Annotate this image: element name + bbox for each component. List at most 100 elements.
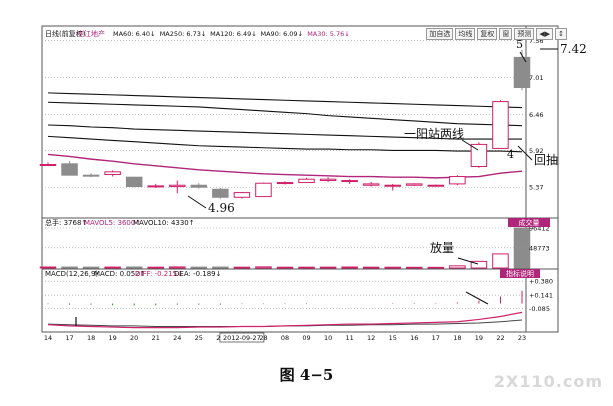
ma30-line	[47, 153, 523, 179]
volume-bar	[341, 266, 358, 269]
toolbar-button[interactable]: 复权	[477, 28, 498, 40]
volume-bar	[319, 266, 337, 269]
macd-tag-bg	[500, 269, 540, 278]
arrow-breakout	[461, 139, 479, 151]
macd-tick-label: -0.085	[529, 305, 550, 313]
annotation-wave-5: 5	[516, 38, 523, 51]
volume-bar	[362, 266, 380, 269]
x-tick-label: 22	[496, 334, 504, 342]
candle-body	[169, 184, 186, 188]
x-tick-label: 16	[410, 334, 418, 342]
ma-value-label: MA30: 5.76↓	[307, 30, 350, 38]
arrow-low-price	[187, 195, 207, 209]
volume-bar	[212, 266, 229, 269]
toolbar-button[interactable]: 均线	[455, 28, 476, 40]
volume-bar	[169, 266, 186, 269]
volume-tag[interactable]: 成交量	[519, 218, 540, 227]
candle-body	[39, 163, 57, 166]
price-tick-label: 6.46	[529, 111, 543, 119]
x-tick-label: 25	[195, 334, 203, 342]
arrow-volume	[457, 257, 479, 265]
candle-body	[470, 143, 488, 167]
x-tick-label: 19	[108, 334, 116, 342]
watermark: 2X110.com	[493, 372, 603, 391]
volume-bar	[470, 260, 488, 269]
diff-line	[47, 311, 523, 329]
volume-bar	[276, 266, 294, 269]
ma-long-line	[47, 124, 522, 140]
mavol10-label: MAVOL10: 4330↑	[133, 219, 195, 227]
x-tick-label: 18	[87, 334, 95, 342]
macd-tick-label: +0.141	[529, 292, 553, 300]
date-cursor-box	[219, 332, 265, 343]
volume-bar	[233, 266, 251, 269]
candle-body	[449, 176, 466, 185]
ma-value-label: MA250: 6.73↓	[160, 30, 207, 38]
volume-bar	[255, 266, 272, 269]
macd-panel	[41, 268, 559, 333]
annotation-low-price: 4.96	[208, 201, 235, 215]
x-tick-label: 11	[345, 334, 353, 342]
candle-body	[255, 182, 272, 198]
x-tick-label: 20	[130, 334, 138, 342]
volume-total: 总手: 3768↑	[45, 218, 87, 227]
volume-bar	[61, 266, 78, 269]
x-tick-label: 10	[324, 334, 332, 342]
price-tick-label: 7.56	[529, 37, 543, 45]
x-tick-label: 2012-09-27	[223, 334, 261, 342]
arrow-wave-5	[519, 51, 527, 63]
candle-body	[406, 183, 423, 186]
x-tick-label: 15	[389, 334, 397, 342]
x-tick-label: 21	[152, 334, 160, 342]
macd-tick-label: +0.380	[529, 278, 553, 286]
candle-body	[298, 178, 315, 184]
annotation-breakout: 一阳站两线	[404, 127, 464, 141]
x-tick-label: 17	[432, 334, 440, 342]
volume-bar	[104, 266, 121, 269]
volume-tick-label: 48773	[529, 244, 550, 252]
ma-long-line	[47, 101, 523, 127]
arrow-macd	[465, 291, 489, 305]
candle-body	[276, 182, 294, 185]
ma-long-line	[47, 92, 523, 109]
period-label: 日线(前复权)	[45, 29, 86, 38]
mavol5-label: MAVOL5: 3600↑	[84, 219, 141, 227]
volume-bar	[82, 266, 100, 269]
diff-value: DIFF: -0.215↓	[135, 270, 183, 278]
x-tick-label: 23	[518, 334, 526, 342]
candle-body	[513, 56, 531, 89]
price-panel	[41, 25, 559, 219]
toolbar-button[interactable]: 预测	[514, 28, 535, 40]
volume-bar	[298, 266, 315, 269]
candle-body	[212, 188, 229, 198]
volume-bar	[384, 266, 401, 269]
dea-value: DEA: -0.189↓	[174, 270, 222, 278]
candle-body	[125, 176, 143, 188]
price-tick-label: 5.92	[529, 147, 543, 155]
volume-tag-bg	[508, 218, 550, 227]
volume-bar	[147, 266, 164, 269]
ma-value-label: MA90: 6.09↓	[261, 30, 304, 38]
annotation-high-price: 7.42	[560, 42, 587, 56]
x-tick-label: 17	[65, 334, 73, 342]
toolbar-button[interactable]: ◀▶	[536, 28, 554, 40]
candle-body	[492, 101, 509, 149]
x-tick-label: 08	[281, 334, 289, 342]
volume-bar	[190, 266, 208, 269]
volume-bar	[39, 266, 57, 269]
macd-value: MACD: 0.052↑	[94, 270, 145, 278]
toolbar-button[interactable]: 加自选	[426, 28, 454, 40]
candle-body	[341, 180, 358, 183]
macd-tag[interactable]: 指标说明	[506, 269, 534, 278]
candle-body	[384, 184, 401, 187]
candle-body	[319, 178, 337, 182]
candle-body	[82, 174, 100, 177]
candle-body	[362, 183, 380, 186]
toolbar-button[interactable]: 窗	[499, 28, 513, 40]
macd-title: MACD(12,26,9)	[45, 270, 98, 278]
ma-value-label: MA120: 6.49↓	[210, 30, 257, 38]
x-tick-label: 09	[302, 334, 310, 342]
toolbar-button[interactable]: ↕	[555, 28, 567, 40]
candle-body	[233, 192, 251, 198]
